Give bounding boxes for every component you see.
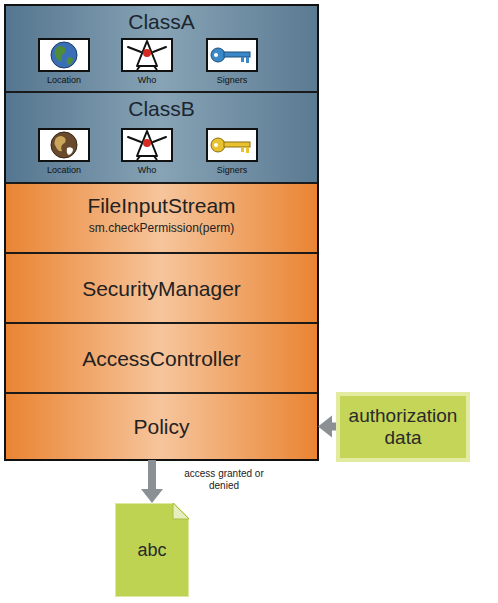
icon-frame bbox=[121, 38, 173, 72]
flow-arrow bbox=[141, 460, 163, 503]
flow-arrow bbox=[318, 416, 336, 438]
layer-band: Policy bbox=[5, 393, 318, 460]
icon-caption: Signers bbox=[201, 165, 263, 176]
document-shape: abc bbox=[115, 503, 189, 597]
class-band: ClassB Location Who Signers bbox=[5, 92, 318, 183]
icon-frame bbox=[121, 128, 173, 162]
icon-box: Location bbox=[33, 128, 95, 178]
data-box: authorization data bbox=[336, 392, 470, 462]
icon-caption: Location bbox=[33, 165, 95, 176]
edge-label: access granted or denied bbox=[176, 468, 272, 492]
icon-caption: Who bbox=[116, 165, 178, 176]
node-title: ClassB bbox=[6, 97, 317, 121]
icon-box: Who bbox=[116, 128, 178, 178]
icon-box: Signers bbox=[201, 128, 263, 178]
icon-box: Location bbox=[33, 38, 95, 88]
node-title: abc bbox=[137, 540, 166, 561]
icon-caption: Who bbox=[116, 75, 178, 86]
layer-band: FileInputStream sm.checkPermission(perm) bbox=[5, 183, 318, 253]
layer-band: SecurityManager bbox=[5, 253, 318, 323]
node-title: FileInputStream bbox=[87, 193, 235, 218]
icon-frame bbox=[206, 128, 258, 162]
icon-caption: Location bbox=[33, 75, 95, 86]
icon-frame bbox=[206, 38, 258, 72]
icon-caption: Signers bbox=[201, 75, 263, 86]
node-title: authorization data bbox=[344, 405, 462, 449]
node-title: Policy bbox=[133, 414, 189, 439]
stack-outline bbox=[5, 5, 318, 460]
node-title: AccessController bbox=[82, 346, 241, 371]
icon-box: Signers bbox=[201, 38, 263, 88]
layer-band: AccessController bbox=[5, 323, 318, 393]
method-call: sm.checkPermission(perm) bbox=[89, 220, 234, 236]
icon-frame bbox=[38, 38, 90, 72]
node-title: SecurityManager bbox=[82, 276, 241, 301]
icon-box: Who bbox=[116, 38, 178, 88]
node-title: ClassA bbox=[6, 10, 317, 34]
class-band: ClassA Location Who Signers bbox=[5, 5, 318, 92]
icon-frame bbox=[38, 128, 90, 162]
